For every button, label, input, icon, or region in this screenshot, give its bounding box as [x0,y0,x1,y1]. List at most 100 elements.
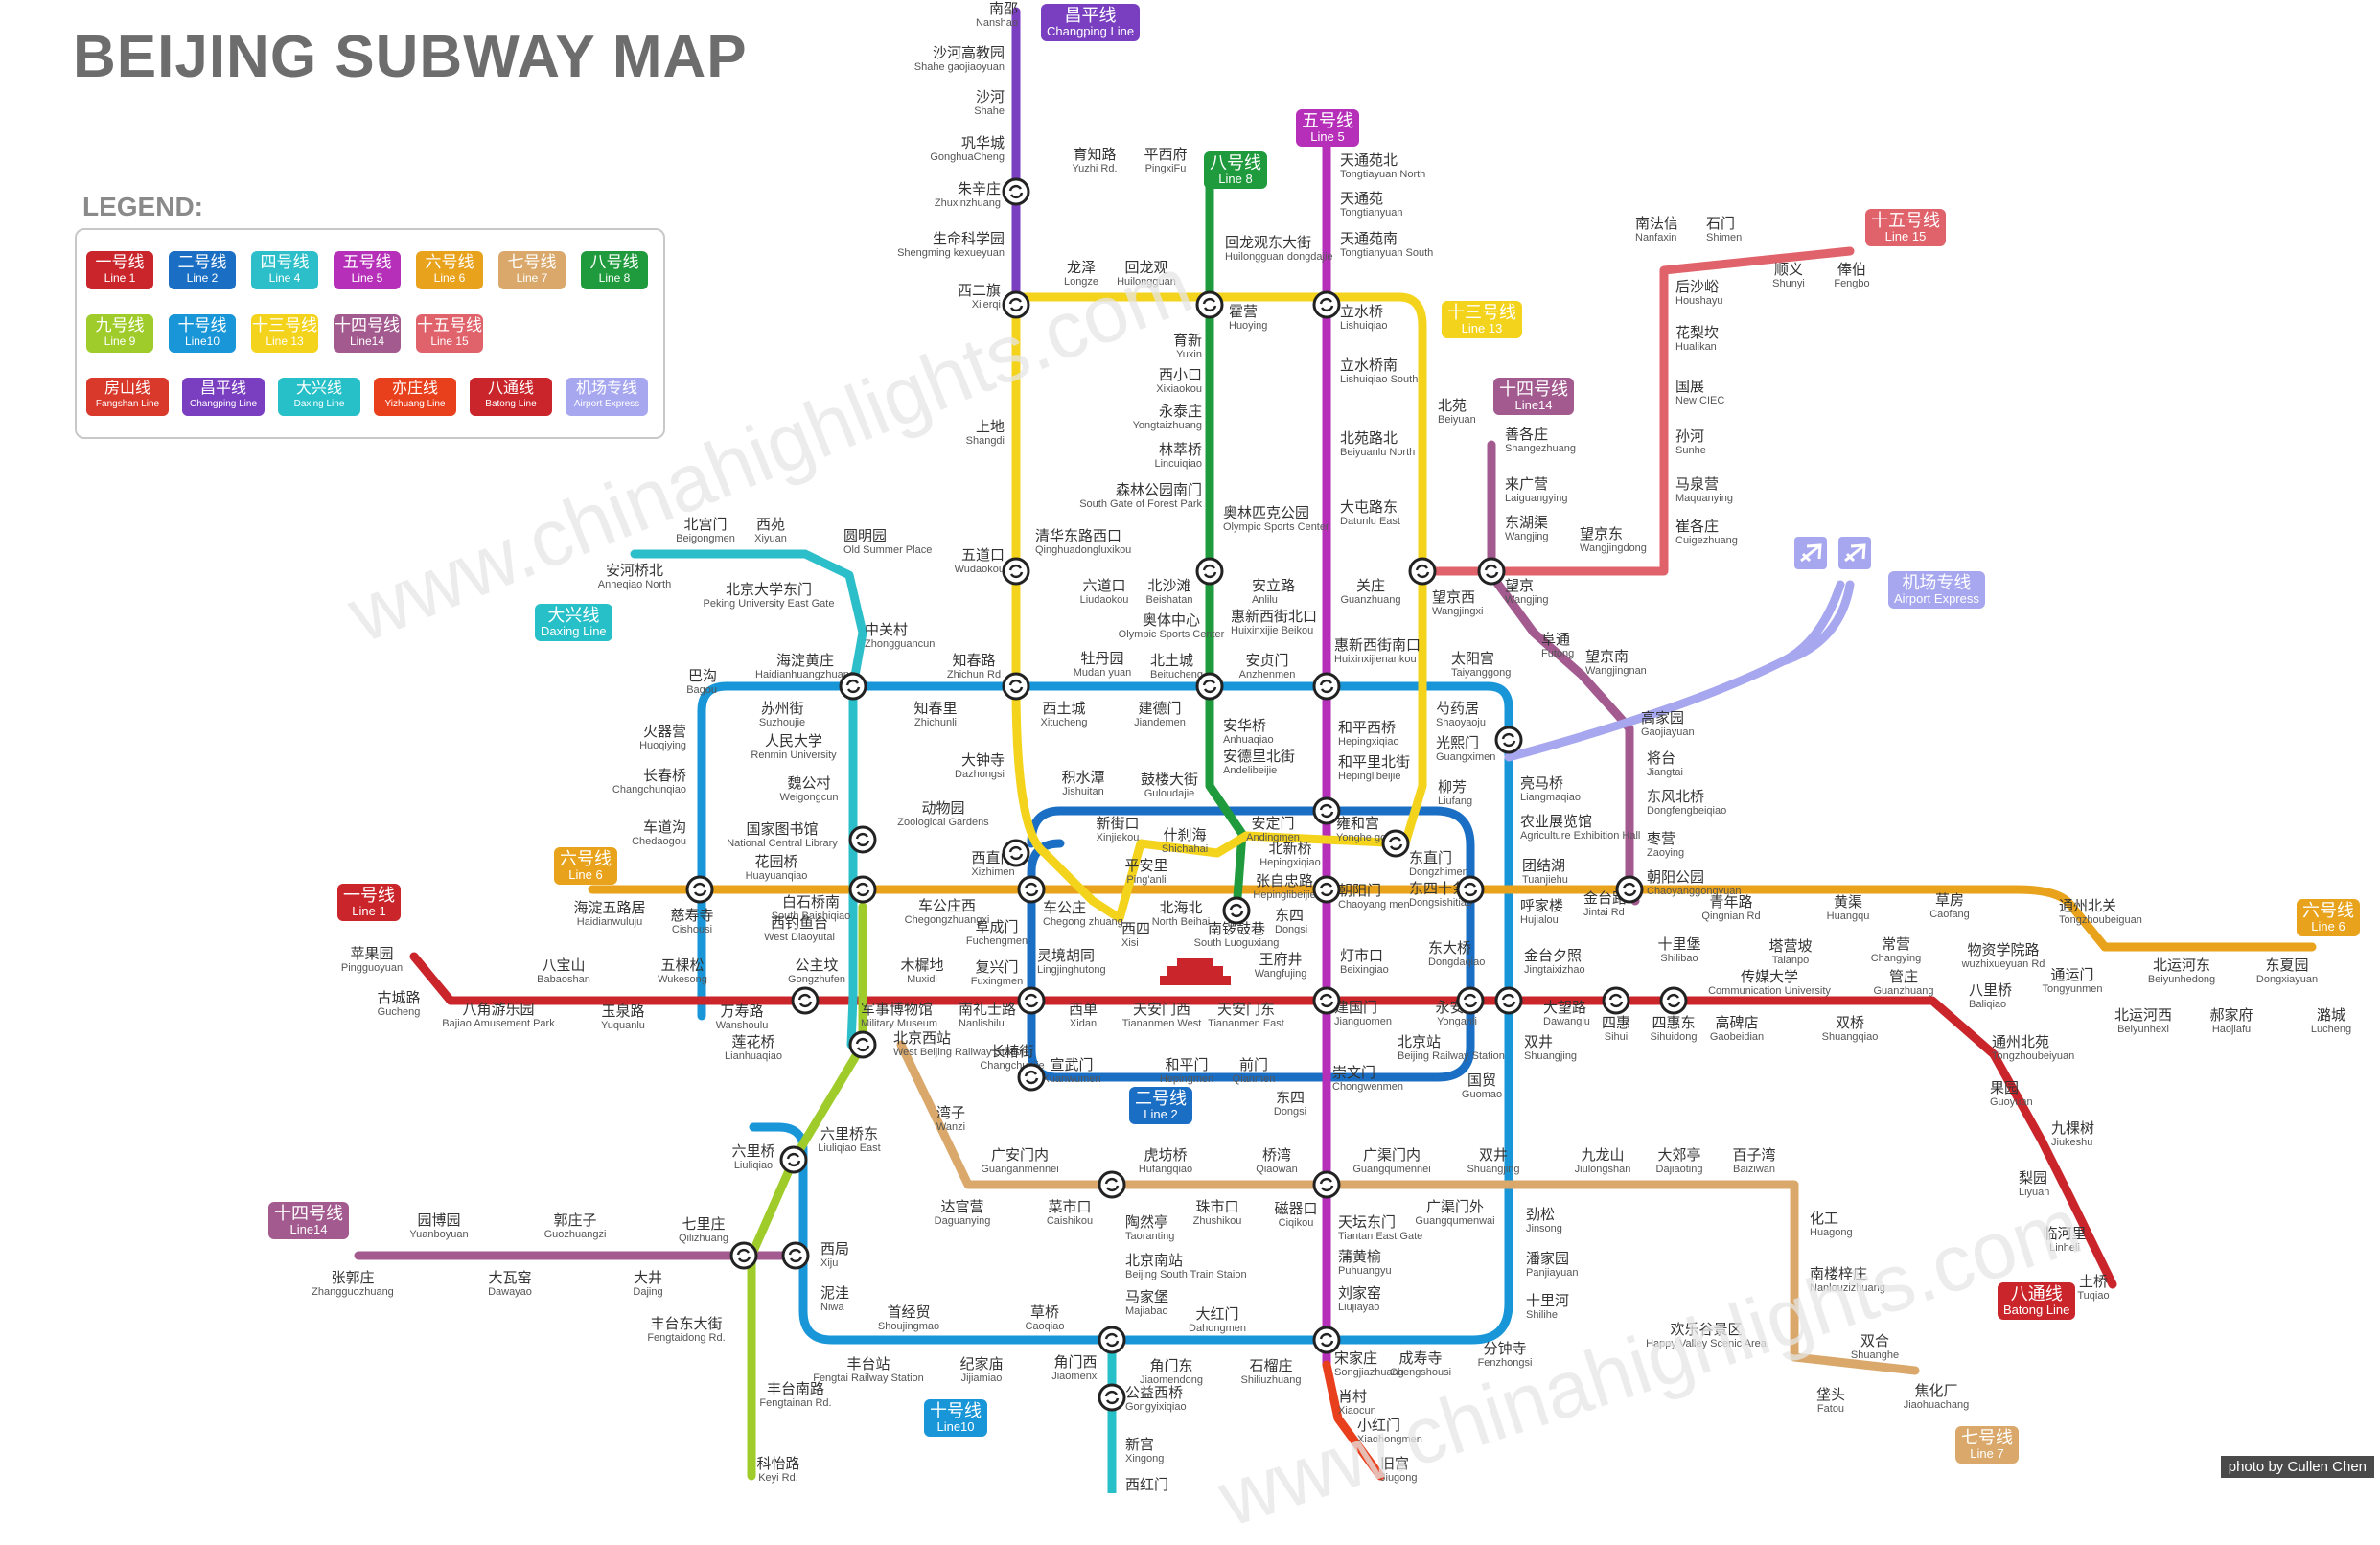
interchange-icon[interactable] [685,875,714,904]
interchange-icon[interactable] [1195,672,1224,701]
interchange-icon[interactable] [1312,986,1341,1015]
interchange-icon[interactable] [848,1030,877,1059]
interchange-icon[interactable] [1312,1326,1341,1354]
interchange-icon[interactable] [1312,672,1341,701]
interchange-icon[interactable] [1456,986,1485,1015]
interchange-icon[interactable] [1494,986,1523,1015]
interchange-icon[interactable] [1615,875,1644,904]
interchange-icon[interactable] [791,986,820,1015]
interchange-icon[interactable] [779,1145,808,1174]
interchange-icon[interactable] [1477,557,1506,586]
interchange-icon[interactable] [1312,875,1341,904]
interchange-icon[interactable] [1456,875,1485,904]
interchange-icon[interactable] [729,1241,758,1270]
interchange-icon[interactable] [1312,1170,1341,1199]
